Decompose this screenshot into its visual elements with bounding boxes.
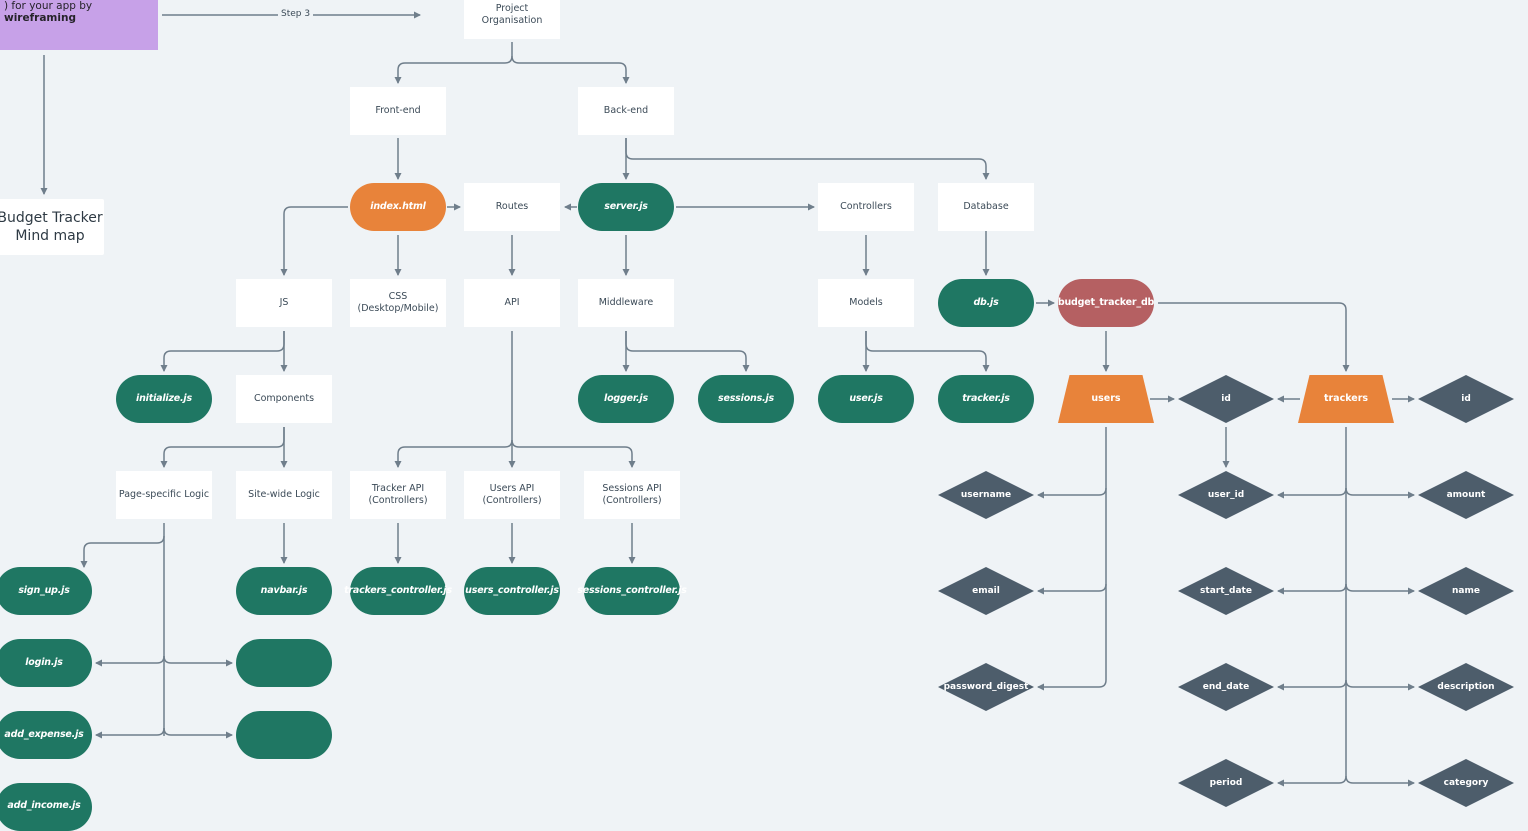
connector — [625, 138, 990, 180]
sessions-api-node[interactable]: Sessions API (Controllers) — [584, 471, 680, 519]
connector — [1345, 583, 1415, 595]
user-js-node[interactable]: user.js — [818, 375, 914, 423]
users-table-node[interactable]: users — [1058, 375, 1154, 423]
connector — [95, 655, 165, 667]
connector — [1277, 487, 1347, 499]
components-node[interactable]: Components — [236, 375, 332, 423]
connector — [1037, 427, 1107, 499]
site-wide-logic-node[interactable]: Site-wide Logic — [236, 471, 332, 519]
empty-green-node-2[interactable] — [236, 711, 332, 759]
connector — [1345, 679, 1415, 691]
connector — [394, 42, 513, 84]
connector — [511, 439, 636, 468]
tracker-api-node[interactable]: Tracker API (Controllers) — [350, 471, 446, 519]
initialize-js-node[interactable]: initialize.js — [116, 375, 212, 423]
index-html-node[interactable]: index.html — [350, 183, 446, 231]
mind-map-title-line1: Budget Tracker — [0, 210, 103, 226]
sessions-controller-node[interactable]: sessions_controller.js — [577, 567, 687, 615]
connector — [1037, 488, 1107, 595]
front-end-node[interactable]: Front-end — [350, 87, 446, 135]
trackers-table-node[interactable]: trackers — [1298, 375, 1394, 423]
css-node-line1: CSS — [388, 291, 408, 302]
connector — [160, 331, 285, 372]
connector — [1158, 302, 1350, 372]
users-controller-node[interactable]: users_controller.js — [464, 567, 560, 615]
mind-map-title[interactable]: Budget Tracker Mind map — [0, 199, 104, 255]
empty-green-node-1[interactable] — [236, 639, 332, 687]
connector — [160, 427, 285, 468]
back-end-node[interactable]: Back-end — [578, 87, 674, 135]
sign-up-js-node[interactable]: sign_up.js — [0, 567, 92, 615]
sessions-api-line1: Sessions API — [602, 483, 662, 494]
wireframing-note-text: ) for your app by wireframing — [4, 0, 93, 24]
css-node-line2: (Desktop/Mobile) — [357, 303, 439, 314]
navbar-js-node[interactable]: navbar.js — [236, 567, 332, 615]
connector — [1277, 583, 1347, 595]
middleware-node[interactable]: Middleware — [578, 279, 674, 327]
tracker-js-node[interactable]: tracker.js — [938, 375, 1034, 423]
css-node[interactable]: CSS (Desktop/Mobile) — [350, 279, 446, 327]
connector — [95, 727, 165, 739]
database-node[interactable]: Database — [938, 183, 1034, 231]
connector — [625, 331, 750, 372]
step-3-label: Step 3 — [278, 9, 314, 19]
routes-node[interactable]: Routes — [464, 183, 560, 231]
page-specific-logic-node[interactable]: Page-specific Logic — [116, 471, 212, 519]
controllers-node[interactable]: Controllers — [818, 183, 914, 231]
connector — [865, 331, 990, 372]
connector — [1037, 584, 1107, 691]
js-node[interactable]: JS — [236, 279, 332, 327]
add-income-js-node[interactable]: add_income.js — [0, 783, 92, 831]
sessions-api-line2: (Controllers) — [602, 495, 662, 506]
connector — [1345, 487, 1415, 499]
connector — [163, 727, 233, 739]
sessions-js-node[interactable]: sessions.js — [698, 375, 794, 423]
add-expense-js-node[interactable]: add_expense.js — [0, 711, 92, 759]
tracker-api-line1: Tracker API — [371, 483, 425, 494]
connector — [511, 55, 630, 84]
logger-js-node[interactable]: logger.js — [578, 375, 674, 423]
users-api-line1: Users API — [489, 483, 535, 494]
models-node[interactable]: Models — [818, 279, 914, 327]
mind-map-title-line2: Mind map — [15, 228, 85, 244]
trackers-controller-node[interactable]: trackers_controller.js — [344, 567, 452, 615]
connector — [163, 655, 233, 667]
connector — [280, 206, 348, 276]
db-js-node[interactable]: db.js — [938, 279, 1034, 327]
connector — [1277, 679, 1347, 691]
project-organisation-node[interactable]: Project Organisation — [464, 0, 560, 39]
connector — [80, 535, 165, 568]
connector-layer — [40, 11, 1415, 787]
connector — [394, 331, 513, 468]
connector — [1277, 775, 1347, 787]
api-node[interactable]: API — [464, 279, 560, 327]
users-api-node[interactable]: Users API (Controllers) — [464, 471, 560, 519]
budget-tracker-db-node[interactable]: budget_tracker_db — [1058, 279, 1154, 327]
tracker-api-line2: (Controllers) — [368, 495, 428, 506]
server-js-node[interactable]: server.js — [578, 183, 674, 231]
connector — [1345, 775, 1415, 787]
users-api-line2: (Controllers) — [482, 495, 542, 506]
wireframing-note[interactable]: ) for your app by wireframing — [0, 0, 158, 50]
login-js-node[interactable]: login.js — [0, 639, 92, 687]
